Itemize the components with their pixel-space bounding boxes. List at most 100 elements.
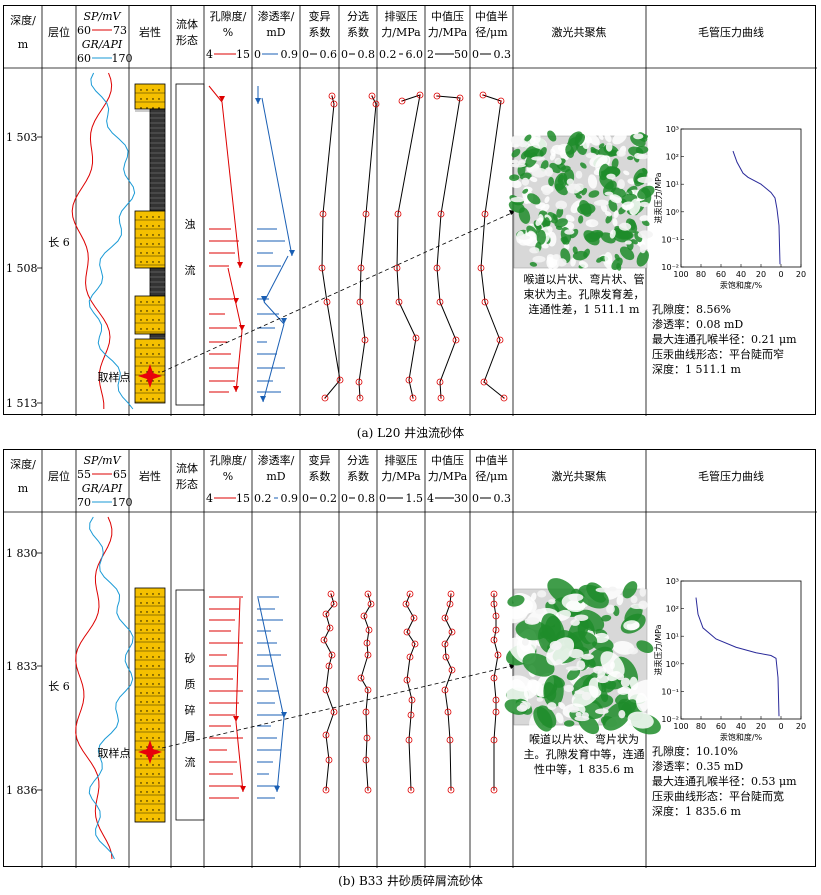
cv-range-max: 0.2: [320, 492, 338, 505]
lithology-dot: [140, 674, 142, 676]
confocal-grain: [637, 230, 653, 239]
parameter-marker: [327, 590, 335, 598]
capillary-chart-frame: [680, 580, 802, 720]
sorting-range-min: 0: [341, 48, 348, 61]
lithology-dot: [146, 301, 148, 303]
confocal-texture: [597, 680, 607, 693]
gr-max: 170: [112, 496, 133, 509]
confocal-texture: [611, 158, 619, 169]
capillary-xtick-label: 20: [796, 722, 806, 731]
confocal-grain: [633, 133, 644, 140]
depth-label-0: 1 830: [6, 547, 38, 560]
lithology-dot: [140, 773, 142, 775]
header-depth-unit: m: [18, 482, 29, 495]
header-capillary: 毛管压力曲线: [698, 25, 764, 39]
confocal-texture: [572, 246, 578, 255]
confocal-texture: [540, 631, 552, 639]
lithology-dot: [158, 773, 160, 775]
caption-a: (a) L20 井浊流砂体: [356, 426, 465, 440]
lithology-dot: [152, 809, 154, 811]
parameter-marker: [441, 686, 449, 694]
lithology-dot: [146, 380, 148, 382]
lithology-dot: [152, 782, 154, 784]
lithology-dot: [140, 362, 142, 364]
lithology-dot: [152, 380, 154, 382]
lithology-dot: [146, 319, 148, 321]
parameter-marker-dot: [408, 379, 410, 381]
parameter-marker-dot: [455, 339, 457, 341]
header-flow: 流体: [176, 17, 198, 31]
lithology-dot: [146, 216, 148, 218]
lithology-dot: [140, 353, 142, 355]
header-displacement: 排驱压: [385, 9, 418, 23]
parameter-marker-dot: [495, 699, 497, 701]
parameter-marker-dot: [459, 97, 461, 99]
confocal-texture: [549, 152, 556, 161]
parameter-marker-dot: [440, 397, 442, 399]
lithology-dot: [152, 818, 154, 820]
parameter-marker: [320, 636, 328, 644]
confocal-texture: [544, 196, 550, 204]
parameter-marker-dot: [365, 759, 367, 761]
parameter-marker: [318, 264, 326, 272]
arrowhead-blue: [274, 786, 280, 792]
lithology-dot: [158, 216, 160, 218]
parameter-marker: [433, 264, 441, 272]
parameter-marker-dot: [325, 613, 327, 615]
header-capillary: 毛管压力曲线: [698, 469, 764, 483]
capillary-xtick-label: 20: [756, 722, 766, 731]
depth-label-2: 1 836: [6, 784, 38, 797]
confocal-texture: [525, 152, 538, 168]
confocal-grain: [552, 254, 561, 260]
lithology-dot: [146, 638, 148, 640]
lithology-dot: [146, 800, 148, 802]
confocal-texture: [604, 251, 613, 265]
parameter-marker: [410, 614, 418, 622]
lithology-dot: [146, 243, 148, 245]
confocal-texture: [623, 620, 640, 631]
sample-link-dashed: [161, 664, 517, 749]
sample-point-label: 取样点: [98, 370, 131, 384]
gr-curve: [88, 516, 134, 860]
parameter-marker: [456, 94, 464, 102]
parameter-marker-dot: [409, 656, 411, 658]
parameter-marker-dot: [371, 95, 373, 97]
confocal-texture: [555, 609, 571, 621]
confocal-texture: [570, 257, 576, 267]
parameter-marker: [403, 676, 411, 684]
lithology-dot: [152, 719, 154, 721]
confocal-grain: [554, 157, 562, 165]
parameter-marker-dot: [450, 789, 452, 791]
confocal-grain: [566, 178, 574, 186]
parameter-marker: [447, 786, 455, 794]
lithology-dot: [152, 89, 154, 91]
lithology-dot: [152, 216, 154, 218]
lithology-dot: [152, 310, 154, 312]
header-displacement: 排驱压: [385, 453, 418, 467]
parameter-marker-dot: [493, 639, 495, 641]
lithology-dot: [140, 243, 142, 245]
prop-curve-a: 压汞曲线形态：平台陡而窄: [652, 348, 784, 361]
confocal-texture: [546, 256, 554, 269]
capillary-xlabel: 汞饱和度/%: [720, 732, 763, 742]
displacement-range-min: 0.2: [379, 48, 397, 61]
confocal-grain: [565, 666, 582, 671]
lithology-dot: [146, 746, 148, 748]
header-depth: 深度/: [10, 13, 36, 27]
lithology-dot: [140, 782, 142, 784]
flow-char-4: 流: [185, 755, 196, 769]
parameter-marker-dot: [451, 631, 453, 633]
arrowhead-red: [233, 386, 239, 392]
confocal-texture: [621, 201, 635, 210]
confocal-texture: [637, 185, 655, 200]
confocal-texture: [565, 144, 575, 158]
arrowhead-red: [237, 262, 243, 268]
parameter-curve-4: [480, 94, 505, 399]
arrowhead-red: [233, 716, 239, 722]
prop-porosity-b: 孔隙度：10.10%: [652, 745, 738, 758]
sorting-range-max: 0.8: [358, 48, 376, 61]
confocal-grain: [596, 199, 609, 206]
lithology-mudstone: [149, 108, 166, 212]
parameter-marker-dot: [333, 103, 335, 105]
confocal-texture: [636, 250, 649, 267]
